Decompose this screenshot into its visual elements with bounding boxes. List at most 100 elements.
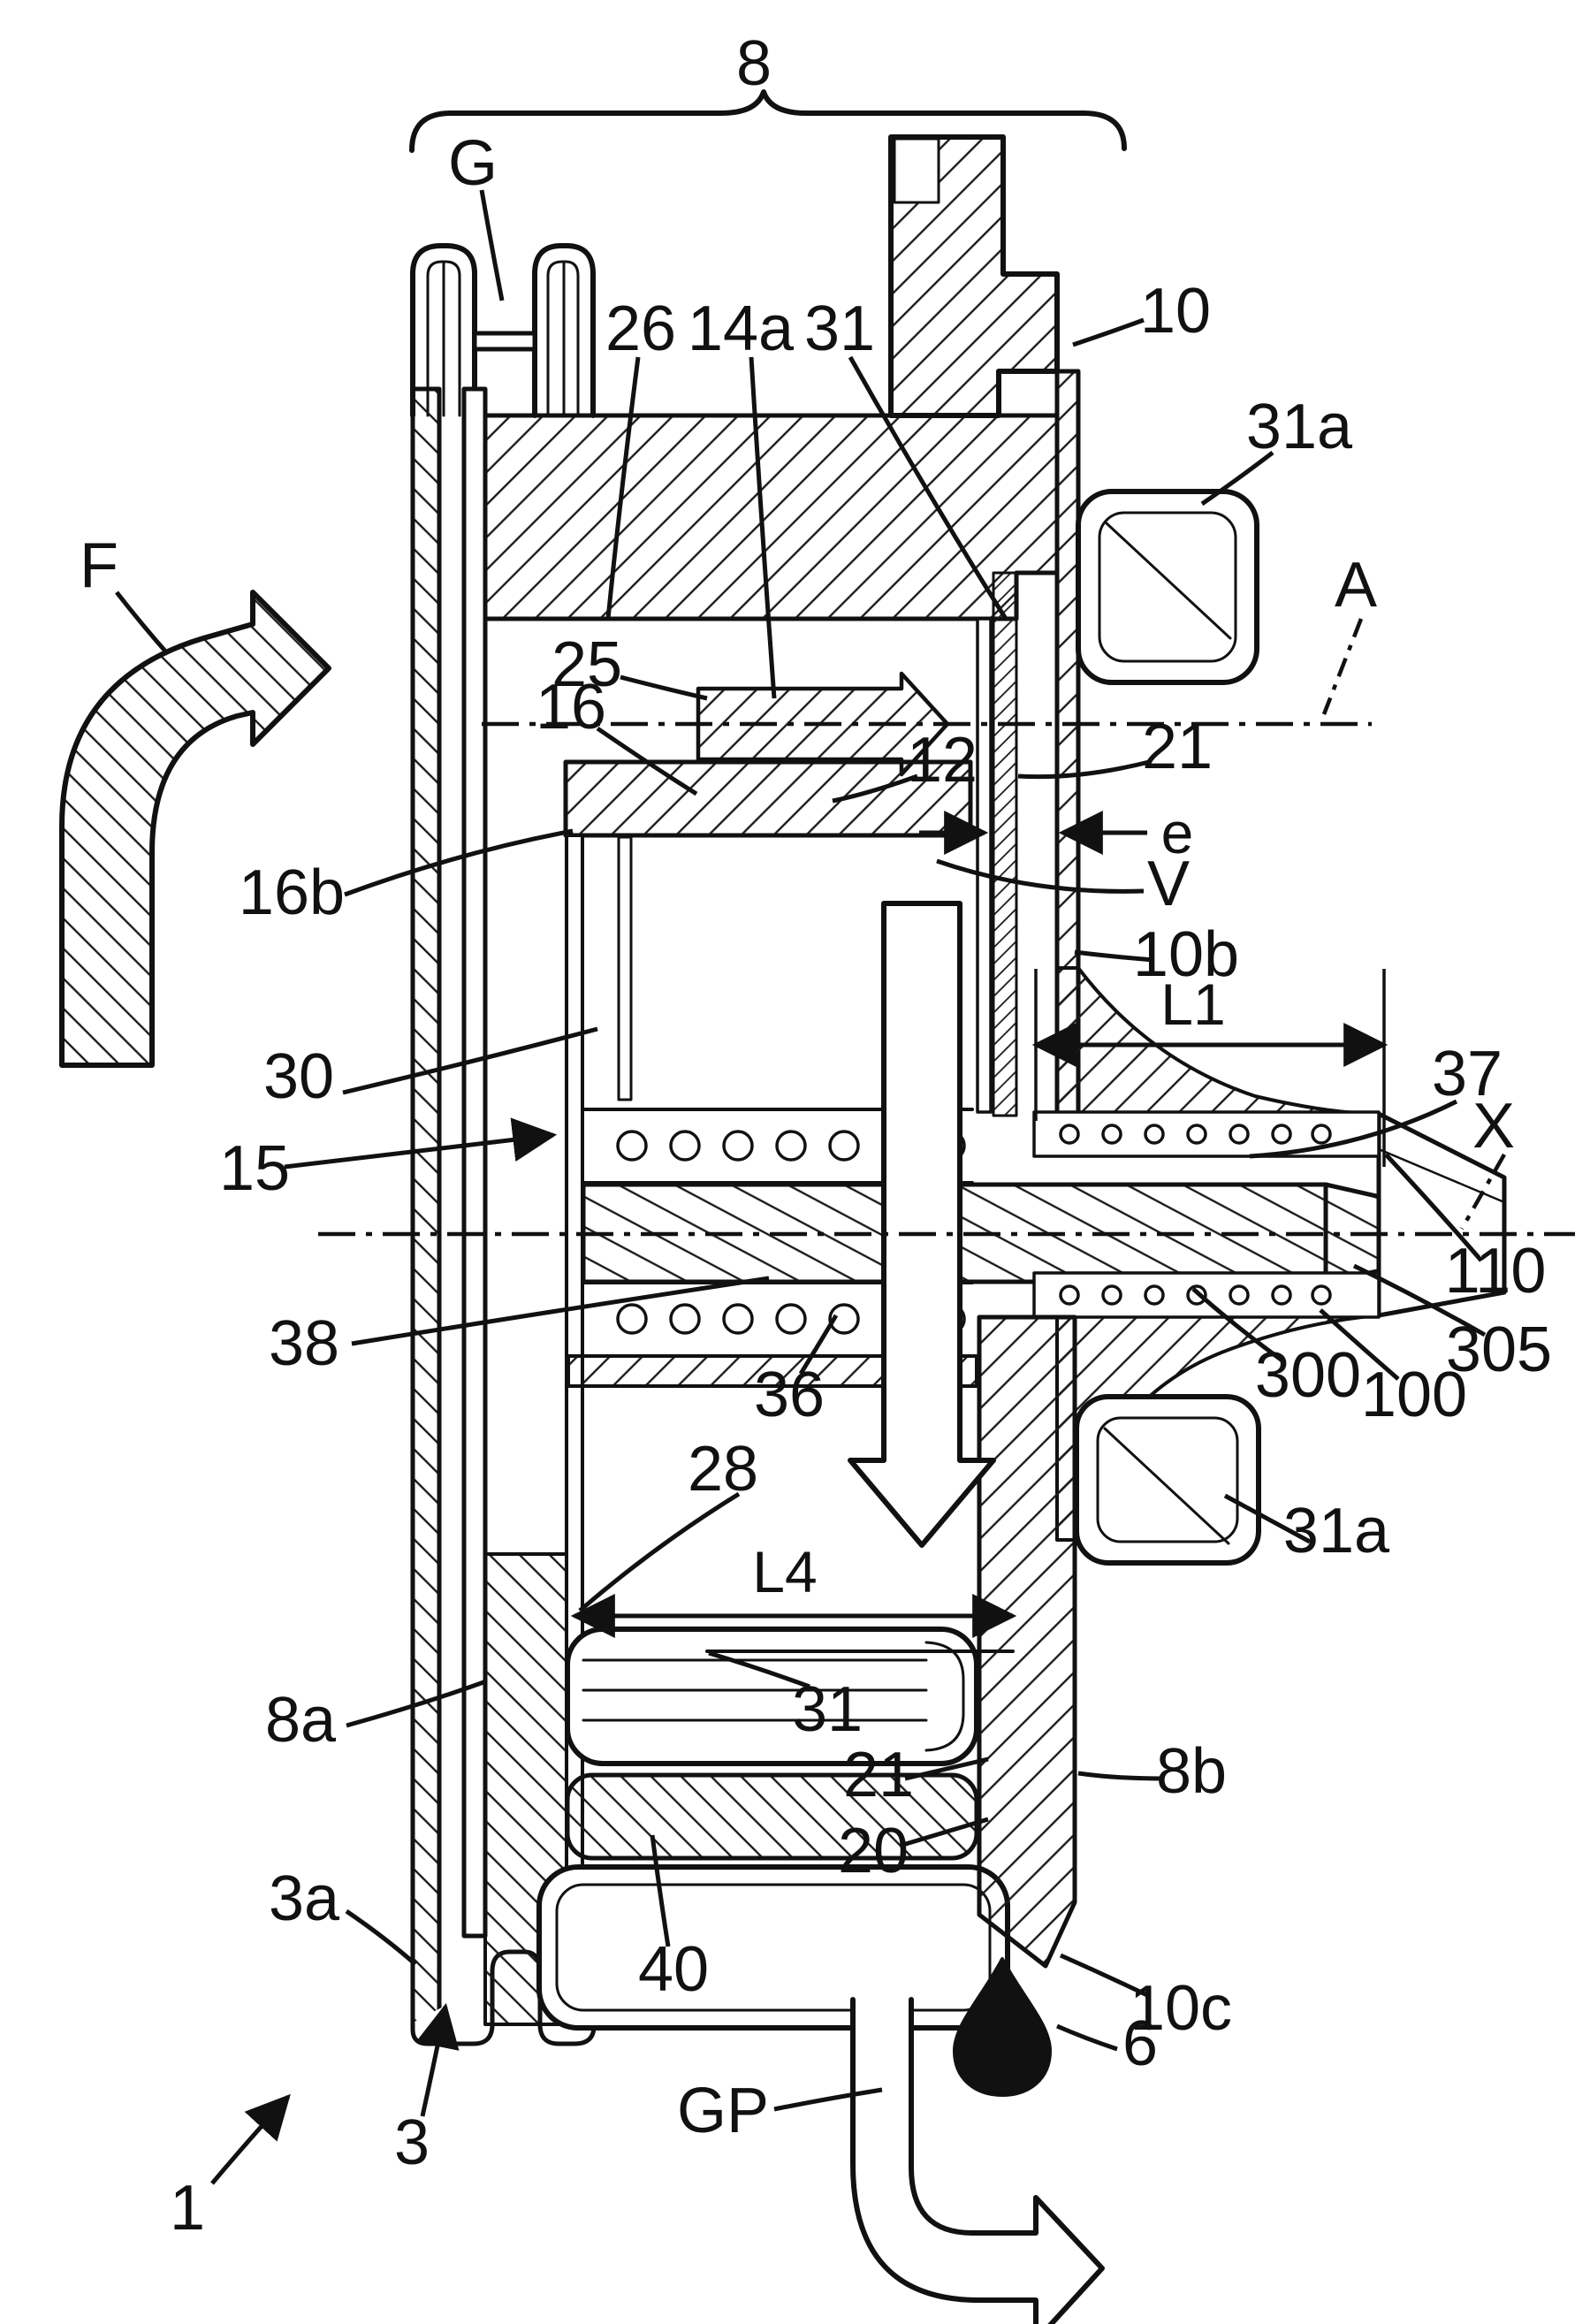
ref-label-12-11: 12 [907,725,978,796]
axes-layer [318,618,1575,1237]
leader-line-38-21 [351,1276,770,1346]
ref-label-v-13: V [1147,849,1190,919]
pulley-rim-inner-wall [461,386,488,1939]
leader-line-16-10 [596,726,698,796]
leader-line-40-33 [650,1834,671,1947]
ref-label-26-2: 26 [605,293,676,364]
leader-line-14a-3 [749,356,777,699]
ref-label-10b-15: 10b [1133,919,1239,990]
leader-line-8b-31 [1077,1771,1164,1781]
elastomer-band-21 [992,571,1018,1117]
leader-line-10c-35 [1059,1953,1151,1999]
ref-label-110-20: 110 [1445,1236,1547,1307]
leader-line-25-9 [620,674,708,701]
ref-label-25-9: 25 [552,629,622,700]
ref-label-21-30: 21 [843,1740,914,1810]
grease-outlet-arrow-GP [850,1997,1105,2324]
ref-label-38-21: 38 [269,1308,339,1379]
leader-line-6-36 [1055,2023,1118,2052]
ref-label-3-37: 3 [394,2107,430,2178]
tab-31a-lower [1074,1394,1261,1566]
lower-cup-inner [555,1883,992,2012]
ref-label-305-22: 305 [1446,1314,1552,1385]
seal-strip-37 [1032,1110,1381,1158]
leader-line-37-17 [1249,1099,1458,1159]
leader-line-26-2 [605,356,641,620]
leader-line-10b-15 [1074,949,1155,963]
ref-label-31-4: 31 [804,293,875,364]
leader-line-v-13 [936,858,1145,894]
leader-line-f-7 [115,591,170,656]
ref-label-36-25: 36 [754,1360,825,1430]
leader-line-30-16 [342,1026,598,1095]
leader-line-gp-38 [773,2087,883,2112]
tab-31a-lower-inner [1096,1416,1239,1543]
ref-label-gp-38: GP [677,2076,769,2146]
ref-label-28-26: 28 [688,1434,758,1505]
ref-label-3a-34: 3a [269,1863,340,1934]
leader-line-100-24 [1319,1308,1400,1381]
ref-label-300-23: 300 [1255,1340,1361,1411]
leader-line-305-22 [1352,1263,1487,1337]
spring-pack-28 [565,1627,979,1766]
leader-line-31a-28 [1223,1493,1312,1544]
pulley-prong-left-inner [426,260,461,417]
ref-label-20-32: 20 [838,1816,909,1886]
ref-label-31a-6: 31a [1246,392,1353,462]
ref-label-16-10: 16 [536,672,606,743]
leader-line-21-30 [904,1756,989,1781]
hub-leg-lower-10c [977,1314,1077,1969]
ref-label-31a-28: 31a [1283,1496,1390,1566]
cup-16-band [563,759,973,838]
tab-31a-upper-line [1105,522,1232,640]
ref-label-14a-3: 14a [688,293,795,364]
ref-label-10-5: 10 [1140,276,1211,347]
hub-cover-plate [483,413,1060,621]
leader-line-31-27 [708,1650,810,1689]
leader-line-21-12 [1017,759,1150,780]
ref-label-100-24: 100 [1361,1360,1467,1430]
ref-label-8b-31: 8b [1156,1736,1227,1807]
leader-line-g-1 [479,189,505,301]
ref-label-40-33: 40 [638,1934,709,2005]
ref-label-15-19: 15 [219,1133,290,1204]
leader-line-20-32 [899,1817,989,1848]
grease-flow-down-arrow [848,901,996,1548]
pulley-groove-bridge [472,331,537,352]
ref-label-8-0: 8 [736,28,772,99]
ref-label-a-8: A [1335,550,1377,621]
dimension-label-L4: L4 [752,1539,817,1604]
ref-label-37-17: 37 [1432,1039,1503,1109]
pulley-prong-right-inner [546,260,580,417]
grease-droplet-6 [953,1957,1052,2097]
leader-line-300-23 [1191,1287,1285,1364]
ref-label-21-12: 21 [1142,712,1213,782]
hub-top-block-notch [893,137,940,204]
leader-line-3a-34 [345,1909,417,1966]
ref-label-16b-14: 16b [239,857,345,928]
ref-label-31-27: 31 [792,1674,863,1745]
ref-label-x-18: X [1472,1091,1515,1162]
spring-pack-coils [582,1641,965,1752]
axis-tick-A [1321,618,1364,715]
leader-line-110-20 [1384,1153,1483,1262]
leader-line-15-19 [284,1117,558,1170]
axis-tick-X [1460,1153,1506,1231]
tab-31a-upper-inner [1098,511,1237,663]
dimension-label-L1: L1 [1160,972,1225,1037]
ref-label-10c-35: 10c [1130,1973,1232,2044]
ref-label-30-16: 30 [263,1041,334,1112]
cup-inner-wall-30 [617,835,633,1101]
pulley-rim-outer-wall [410,386,442,2025]
ref-label-8a-29: 8a [265,1685,337,1756]
seal-strip-300 [1032,1271,1381,1319]
ref-label-6-36: 6 [1122,2008,1158,2079]
leader-line-8a-29 [346,1679,487,1728]
brace-8 [409,89,1127,153]
dimension-label-e: e [1161,800,1194,865]
ref-label-1-39: 1 [170,2173,205,2244]
belt-arrow-F [59,590,331,1068]
